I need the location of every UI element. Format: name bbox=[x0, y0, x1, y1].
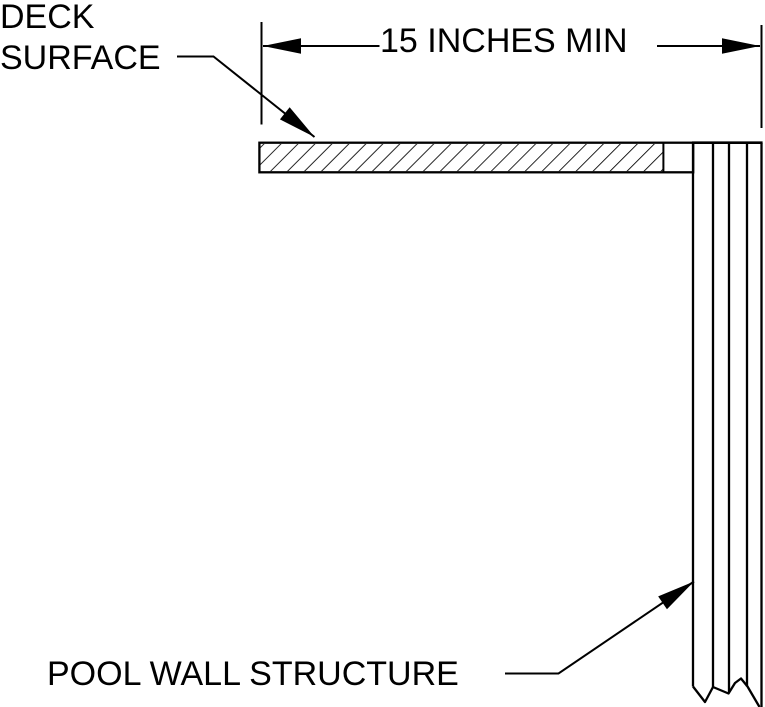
wall-break-line bbox=[692, 677, 761, 707]
pool-wall-structure-label: POOL WALL STRUCTURE bbox=[47, 655, 459, 693]
deck-surface-label: DECK SURFACE bbox=[0, 0, 161, 79]
pool-wall-leader-arrow-icon bbox=[505, 580, 695, 675]
dimension-text: 15 INCHES MIN bbox=[380, 22, 628, 60]
deck-surface-leader-arrow-icon bbox=[177, 55, 316, 138]
deck-surface-label-line2: SURFACE bbox=[0, 39, 161, 77]
deck-slab-hatch bbox=[260, 144, 663, 172]
deck-surface-label-line1: DECK bbox=[0, 0, 95, 36]
